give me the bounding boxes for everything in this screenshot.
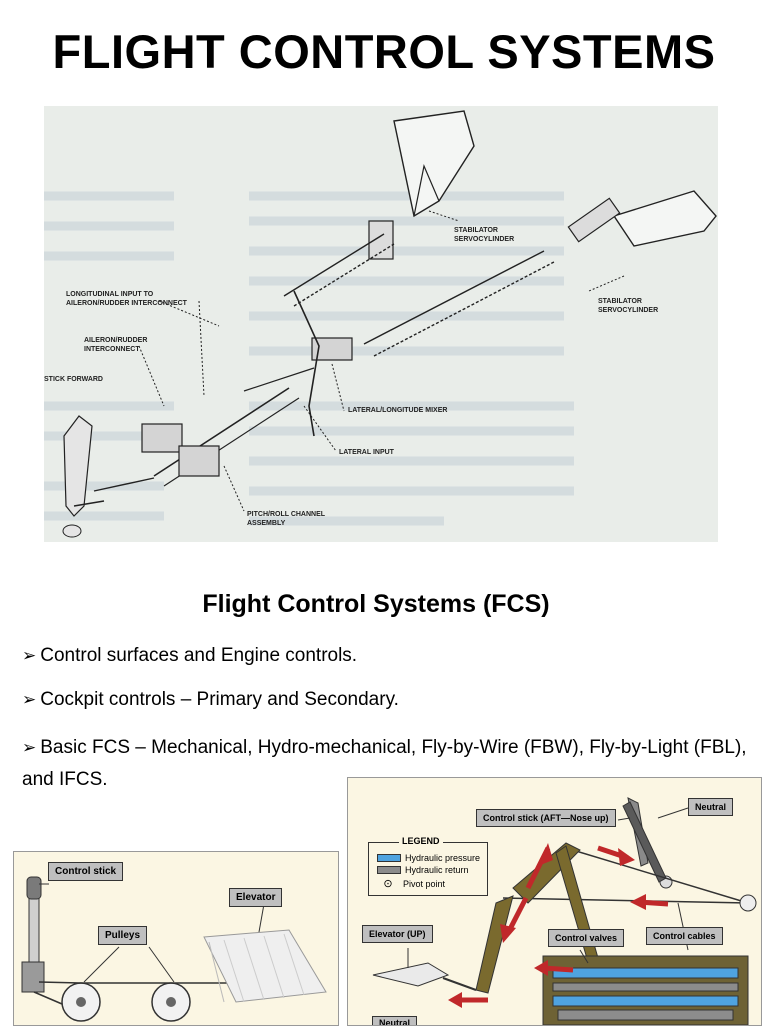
arrow-bullet-icon: ➢ (22, 690, 37, 709)
arrow-bullet-icon: ➢ (22, 738, 37, 757)
arrow-bullet-icon: ➢ (22, 646, 37, 665)
label-aileron-rudder: AILERON/RUDDER (84, 337, 147, 344)
label-assembly: ASSEMBLY (247, 520, 286, 527)
label-elevator-up: Elevator (UP) (362, 925, 433, 943)
label-neutral-bottom: Neutral (372, 1016, 418, 1025)
bullet-item: ➢Basic FCS – Mechanical, Hydro-mechanica… (22, 737, 747, 790)
bullet-item: ➢Cockpit controls – Primary and Secondar… (22, 689, 399, 710)
label-interconnect: INTERCONNECT (84, 346, 140, 353)
legend-item-hydraulic-pressure: Hydraulic pressure (377, 853, 480, 863)
label-stabilator-right: STABILATOR (598, 298, 642, 305)
section-subtitle: Flight Control Systems (FCS) (202, 590, 550, 618)
label-elevator: Elevator (229, 888, 283, 907)
label-pitch-roll-channel: PITCH/ROLL CHANNEL (247, 511, 326, 518)
flight-control-linkage-diagram: STABILATOR SERVOCYLINDER STABILATOR SERV… (44, 106, 718, 542)
label-control-cables: Control cables (646, 927, 723, 945)
slide-title: FLIGHT CONTROL SYSTEMS (52, 25, 716, 78)
label-stick-forward: STICK FORWARD (44, 376, 103, 383)
label-lateral-input: LATERAL INPUT (339, 449, 395, 456)
label-stabilator-upper: STABILATOR (454, 227, 498, 234)
hydraulic-pressure-swatch (377, 854, 401, 862)
label-neutral-top: Neutral (688, 798, 734, 816)
label-longitudinal-input: LONGITUDINAL INPUT TO (66, 291, 154, 298)
hydraulic-legend: LEGEND Hydraulic pressure Hydraulic retu… (368, 836, 488, 896)
label-pulleys: Pulleys (98, 926, 148, 945)
hydraulic-return-swatch (377, 866, 401, 874)
label-aileron-rudder-interconnect-a: AILERON/RUDDER INTERCONNECT (66, 300, 188, 307)
legend-item-hydraulic-return: Hydraulic return (377, 865, 469, 875)
label-lateral-longitude-mixer: LATERAL/LONGITUDE MIXER (348, 407, 447, 414)
legend-item-pivot-point: ⊙ Pivot point (377, 877, 445, 890)
legend-title: LEGEND (399, 836, 443, 846)
label-control-stick-aft: Control stick (AFT—Nose up) (476, 809, 616, 827)
label-control-stick: Control stick (48, 862, 124, 881)
label-servocylinder-upper: SERVOCYLINDER (454, 236, 514, 243)
mechanical-control-diagram: Control stick Elevator Pulleys (13, 851, 339, 1026)
pivot-point-icon: ⊙ (383, 878, 393, 890)
label-control-valves: Control valves (548, 929, 625, 947)
hydromechanical-control-diagram: Control stick (AFT—Nose up) Neutral LEGE… (347, 777, 762, 1026)
label-servocylinder-right: SERVOCYLINDER (598, 307, 658, 314)
bullet-item: ➢Control surfaces and Engine controls. (22, 645, 358, 666)
